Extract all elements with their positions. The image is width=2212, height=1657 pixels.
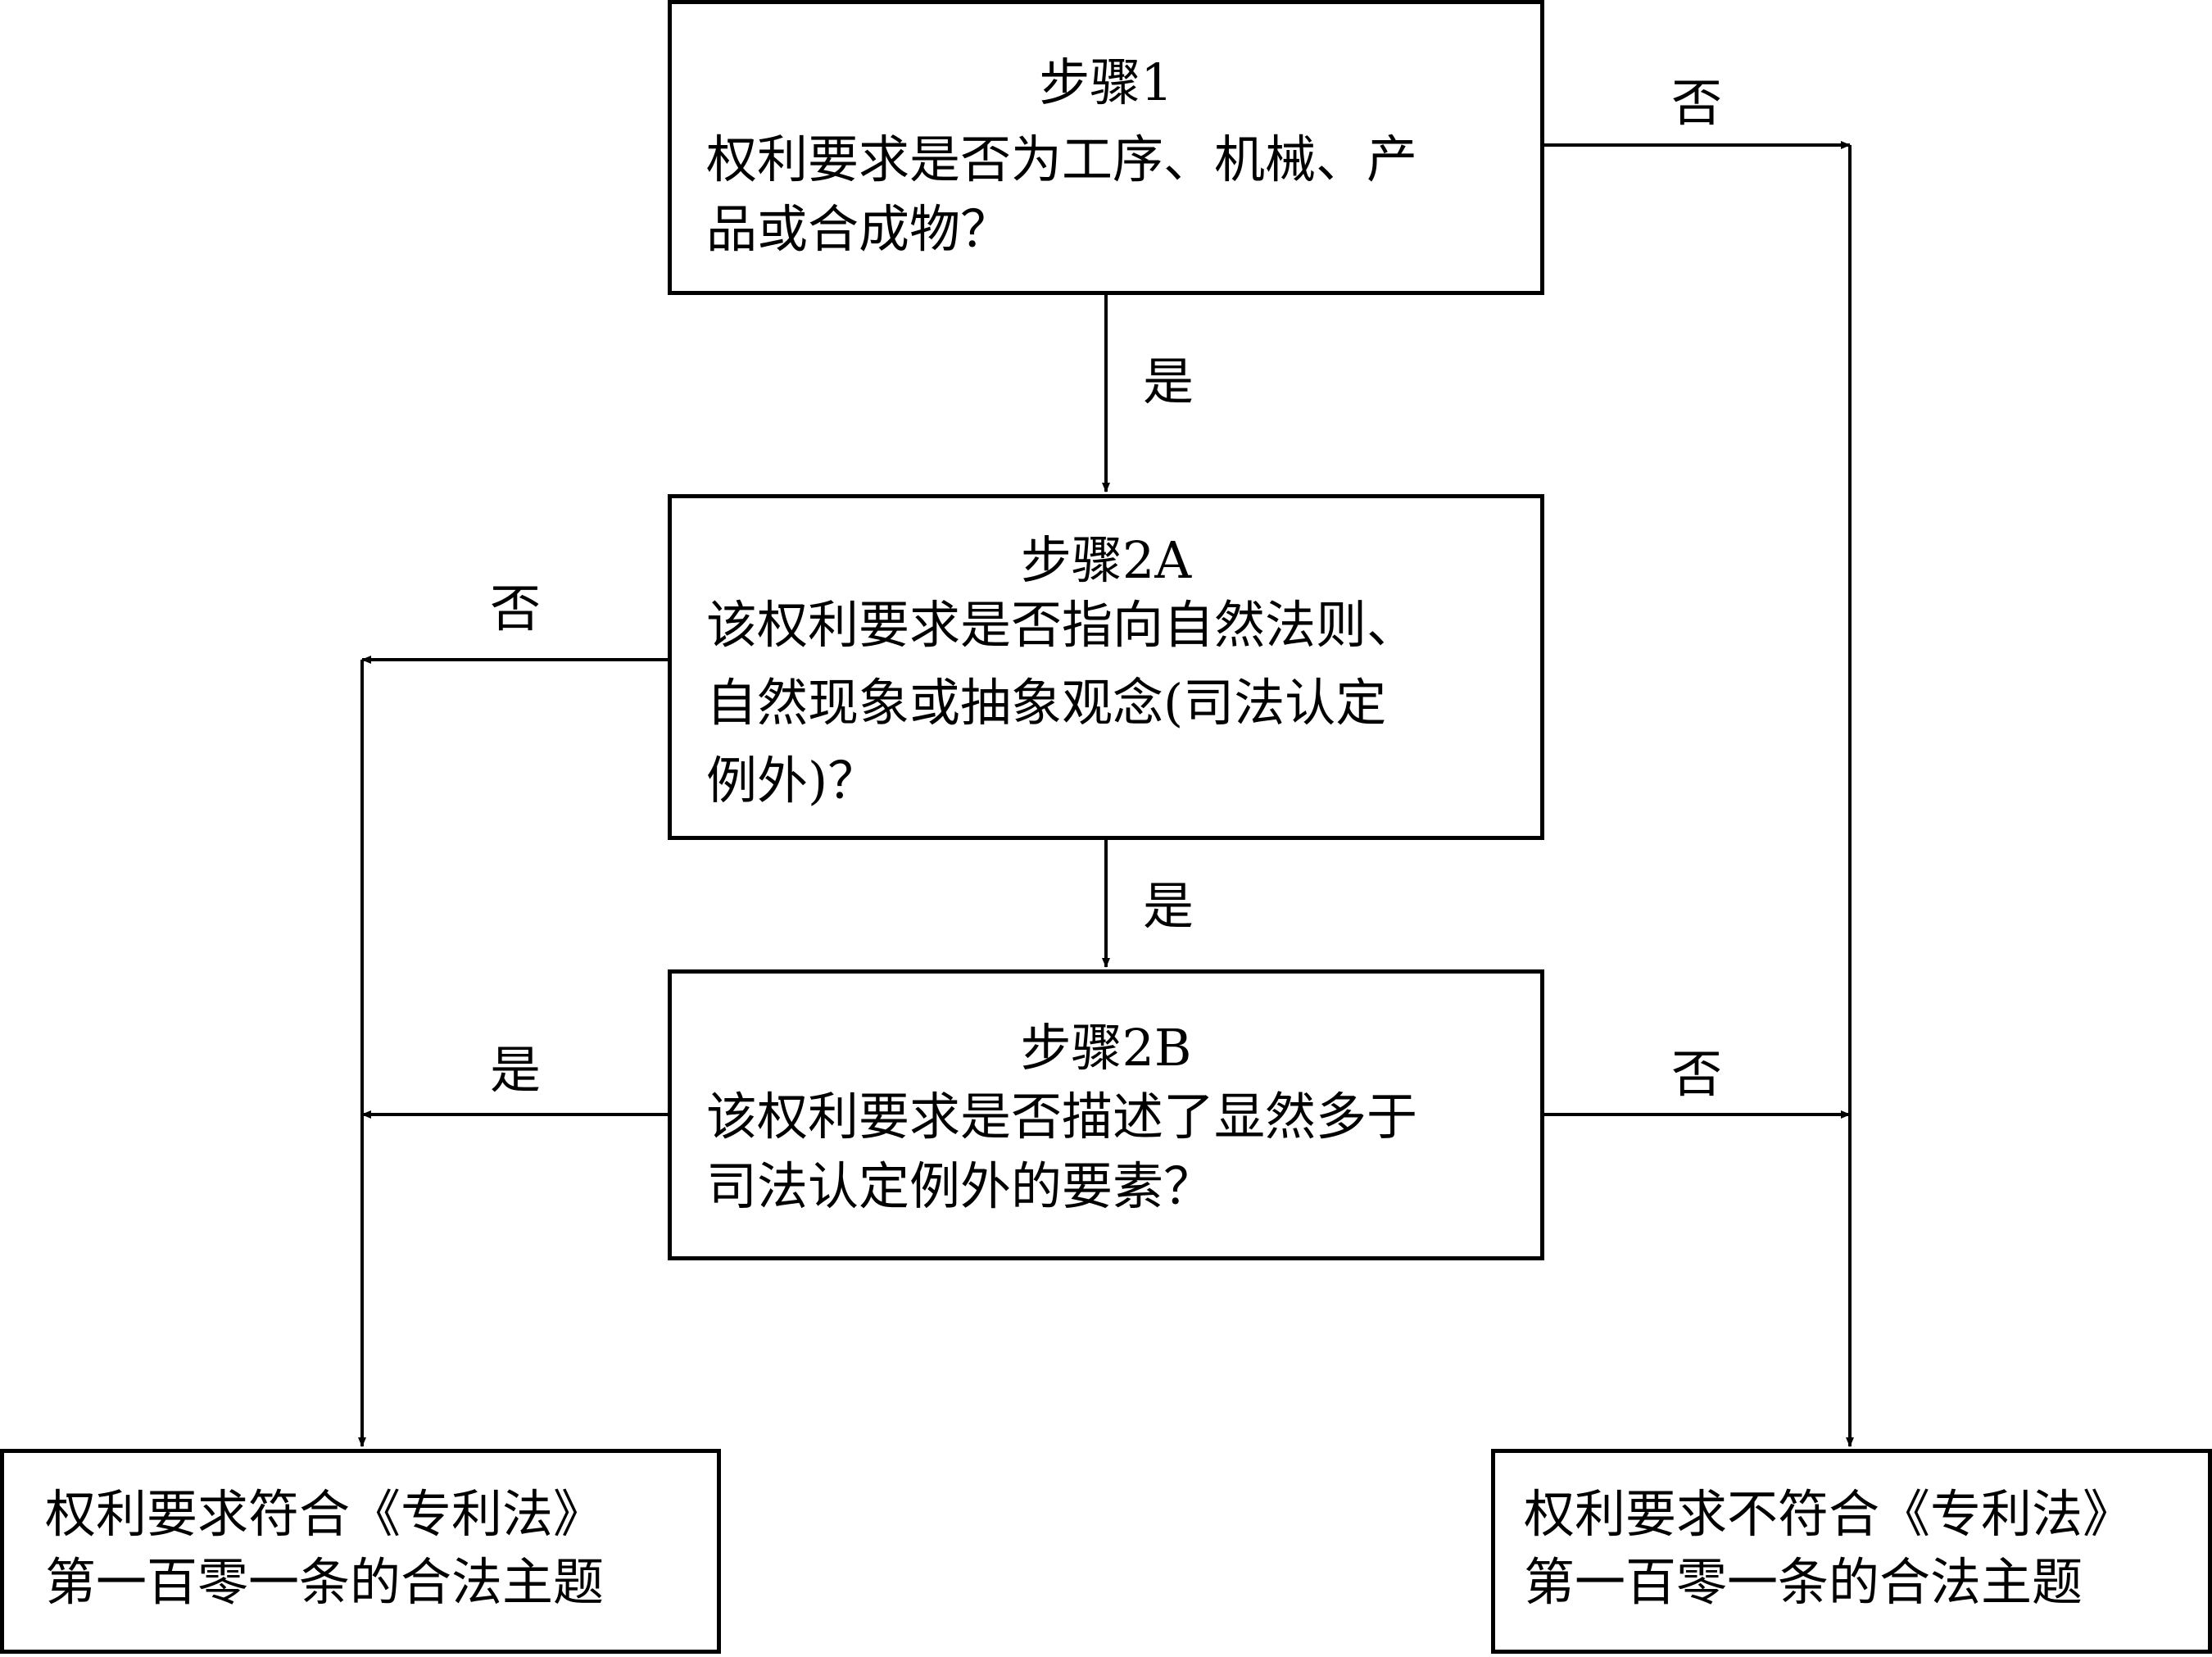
result-ineligible-line2: 第一百零一条的合法主题: [1524, 1552, 2083, 1612]
step2b-question-line1: 该权利要求是否描述了显然多于: [706, 1087, 1418, 1146]
step2b-title: 步骤2B: [1020, 1018, 1192, 1078]
step2a-question-line2: 自然现象或抽象观念(司法认定: [706, 673, 1387, 733]
label-step2a-no: 否: [490, 579, 542, 638]
step2b-question-line2: 司法认定例外的要素？: [706, 1156, 1215, 1216]
result-ineligible-box: 权利要求不符合《专利法》 第一百零一条的合法主题: [1491, 1449, 2212, 1654]
step1-title: 步骤1: [1039, 52, 1173, 112]
step2b-box: 步骤2B 该权利要求是否描述了显然多于 司法认定例外的要素？: [668, 969, 1544, 1260]
label-step2a-yes: 是: [1143, 876, 1194, 936]
step2a-question-line3: 例外)？: [706, 751, 879, 810]
label-step2b-no: 否: [1671, 1044, 1723, 1104]
result-eligible-box: 权利要求符合《专利法》 第一百零一条的合法主题: [0, 1449, 721, 1654]
result-eligible-line2: 第一百零一条的合法主题: [45, 1552, 605, 1612]
result-eligible-line1: 权利要求符合《专利法》: [45, 1484, 605, 1544]
label-step1-yes: 是: [1143, 352, 1194, 411]
step2a-question-line1: 该权利要求是否指向自然法则、: [706, 595, 1418, 655]
step1-question-line1: 权利要求是否为工序、机械、产: [706, 129, 1418, 189]
step2a-title: 步骤2A: [1020, 530, 1192, 590]
step2a-box: 步骤2A 该权利要求是否指向自然法则、 自然现象或抽象观念(司法认定 例外)？: [668, 494, 1544, 840]
step1-question-line2: 品或合成物？: [706, 199, 1012, 259]
step1-box: 步骤1 权利要求是否为工序、机械、产 品或合成物？: [668, 0, 1544, 295]
result-ineligible-line1: 权利要求不符合《专利法》: [1524, 1484, 2134, 1544]
label-step1-no: 否: [1671, 73, 1723, 133]
label-step2b-yes: 是: [490, 1040, 542, 1100]
